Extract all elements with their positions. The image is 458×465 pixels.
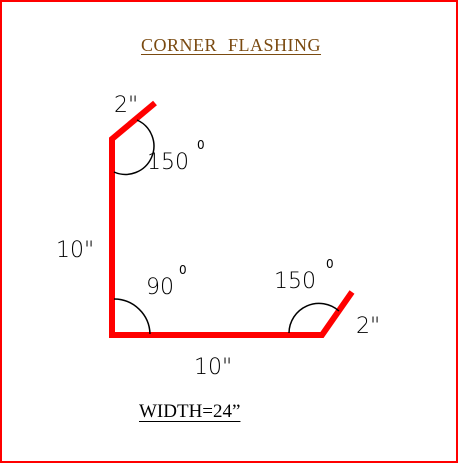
dimension-label-horizontal-leg: 10" [194, 355, 232, 380]
dimension-label-top-lip: 2" [114, 93, 138, 118]
angle-label-bottom-left: 90 [146, 275, 174, 300]
angle-arc-top [113, 119, 155, 176]
flashing-profile [109, 100, 355, 338]
dimension-label-right-lip: 2" [356, 314, 380, 339]
angle-label-bottom-right: 150 [274, 269, 316, 294]
drawing-title: CORNER FLASHING [140, 35, 322, 55]
width-total-label: WIDTH=24” [139, 401, 241, 422]
angle-degree-top: 0 [197, 138, 205, 152]
angle-arc-bottom-right [288, 302, 340, 334]
angle-degree-bottom-right: 0 [326, 257, 334, 271]
angle-degree-bottom-left: 0 [179, 263, 187, 277]
dimension-label-vertical-leg: 10" [56, 238, 94, 263]
angle-label-top: 150 [147, 150, 189, 175]
angle-arc-bottom-left [113, 298, 151, 335]
